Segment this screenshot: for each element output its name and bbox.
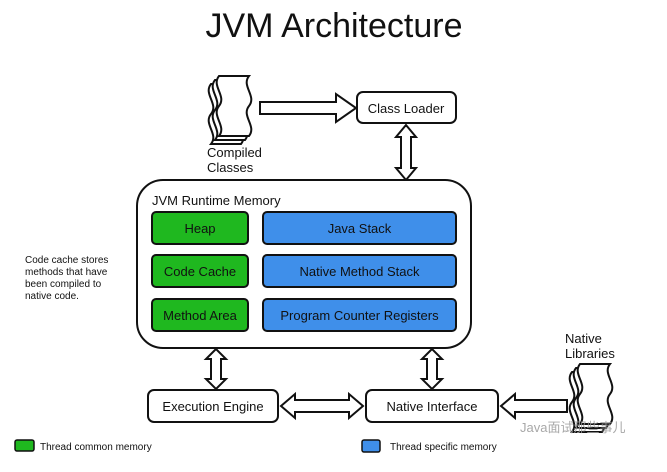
compiled-classes-label: Compiled: [207, 145, 262, 160]
legend-specific: Thread specific memory: [361, 439, 497, 453]
native-libraries-label: Native: [565, 331, 602, 346]
arrow-left: [499, 391, 568, 421]
specific-memory-program-counter-registers[interactable]: Program Counter Registers: [262, 298, 457, 332]
native-interface-box[interactable]: Native Interface: [365, 389, 499, 423]
note-line: been compiled to: [25, 279, 102, 290]
double-arrow-horizontal: [279, 391, 365, 421]
memory-area-label: Method Area: [163, 308, 237, 323]
native-libraries-label: Libraries: [565, 346, 615, 361]
memory-area-label: Heap: [184, 221, 215, 236]
memory-area-label: Code Cache: [164, 264, 236, 279]
class-loader-box[interactable]: Class Loader: [356, 91, 457, 124]
diagram-title: JVM Architecture: [206, 7, 463, 45]
common-memory-method-area[interactable]: Method Area: [151, 298, 249, 332]
watermark: Java面试那些事儿: [520, 420, 625, 435]
native-interface-label: Native Interface: [386, 399, 477, 414]
class-loader-label: Class Loader: [368, 101, 445, 116]
double-arrow-vertical: [203, 347, 229, 391]
double-arrow-vertical: [393, 123, 419, 182]
legend-specific-label: Thread specific memory: [390, 442, 497, 453]
compiled-classes-icon: [207, 75, 253, 145]
double-arrow-vertical: [419, 347, 445, 391]
memory-area-label: Java Stack: [328, 221, 392, 236]
note-line: Code cache stores: [25, 255, 108, 266]
note-line: native code.: [25, 291, 79, 302]
execution-engine-box[interactable]: Execution Engine: [147, 389, 279, 423]
legend-common: Thread common memory: [14, 439, 152, 453]
arrow-right: [259, 92, 358, 124]
common-memory-heap[interactable]: Heap: [151, 211, 249, 245]
specific-memory-java-stack[interactable]: Java Stack: [262, 211, 457, 245]
compiled-classes-label: Classes: [207, 160, 254, 175]
code-cache-note: Code cache stores methods that have been…: [25, 255, 108, 302]
note-line: methods that have: [25, 267, 108, 278]
legend-common-label: Thread common memory: [40, 442, 152, 453]
memory-area-label: Program Counter Registers: [280, 308, 439, 323]
execution-engine-label: Execution Engine: [162, 399, 263, 414]
common-memory-code-cache[interactable]: Code Cache: [151, 254, 249, 288]
runtime-memory-label: JVM Runtime Memory: [152, 193, 281, 208]
memory-area-label: Native Method Stack: [300, 264, 420, 279]
specific-memory-native-method-stack[interactable]: Native Method Stack: [262, 254, 457, 288]
